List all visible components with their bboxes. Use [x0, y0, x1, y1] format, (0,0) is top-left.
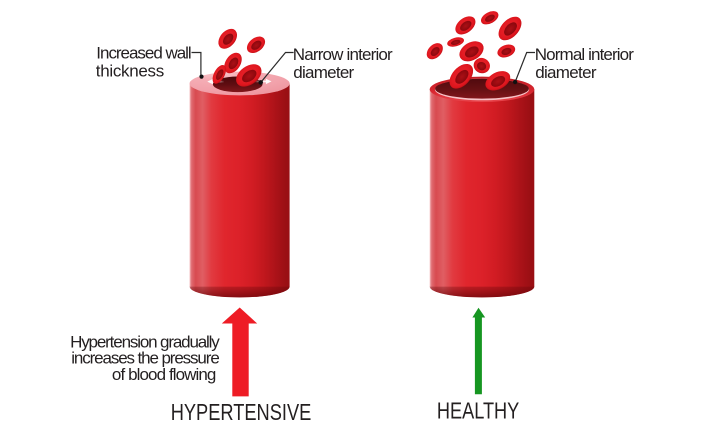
svg-text:HEALTHY: HEALTHY [437, 398, 519, 424]
svg-text:thickness: thickness [96, 61, 164, 80]
svg-text:of blood flowing: of blood flowing [112, 365, 216, 384]
svg-text:Increased wall: Increased wall [96, 44, 191, 63]
svg-text:Hypertension gradually: Hypertension gradually [70, 332, 220, 351]
svg-text:Normal interior: Normal interior [535, 45, 634, 64]
svg-text:Narrow interior: Narrow interior [293, 45, 393, 64]
svg-text:diameter: diameter [535, 63, 597, 82]
svg-text:HYPERTENSIVE: HYPERTENSIVE [171, 399, 312, 425]
svg-text:increases the pressure: increases the pressure [71, 349, 220, 368]
svg-text:diameter: diameter [293, 63, 354, 82]
